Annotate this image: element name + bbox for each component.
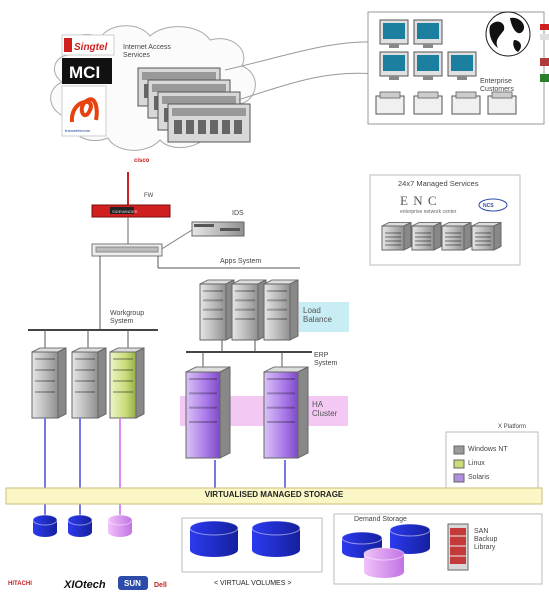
ncs-logo-text: NCS (483, 203, 494, 209)
pink-disk (107, 514, 133, 537)
ids-link (159, 229, 193, 251)
fw-label: FW (144, 193, 154, 199)
load-balance-highlight (299, 302, 349, 332)
dell-text: Dell (154, 582, 167, 589)
erp-system-label: ERP System (314, 352, 338, 367)
storage-disks (32, 514, 431, 578)
managed-services-box (369, 174, 521, 266)
sun-logo: SUN (118, 576, 148, 590)
printer-icon (487, 91, 517, 115)
ids-label: IDS (232, 210, 244, 217)
erp-servers (185, 366, 309, 459)
francetelecom-logo: francetelecom (61, 85, 107, 137)
virtual-volume-disk (251, 520, 301, 557)
virtual-volumes-label: < VIRTUAL VOLUMES > (214, 580, 292, 587)
apps-server (231, 279, 267, 341)
blue-disk (67, 514, 93, 537)
hitachi-text: HITACHI (8, 581, 32, 587)
xiotech-text: XIOtech (63, 579, 106, 591)
blue-disk (32, 514, 58, 537)
legend-solaris: Solaris (468, 474, 490, 481)
monitor-icon (413, 19, 443, 48)
monitor-icon (379, 19, 409, 48)
ncs-logo (478, 198, 508, 212)
managed-services-title: 24x7 Managed Services (398, 179, 479, 188)
sun-text: SUN (124, 579, 141, 588)
managed-server (381, 221, 412, 251)
workgroup-server-windows (71, 347, 107, 419)
managed-server (441, 221, 472, 251)
hitachi-logo: HITACHI (8, 581, 32, 587)
workgroup-servers (31, 347, 145, 419)
ha-cluster-label: HA Cluster (312, 400, 338, 418)
printer-icon (413, 91, 443, 115)
workgroup-server-linux (109, 347, 145, 419)
printer-icon (375, 91, 405, 115)
workgroup-server-windows (31, 347, 67, 419)
enterprise-customers-label: Enterprise Customers (480, 78, 514, 93)
enc-subtitle: enterprise network center (400, 209, 457, 215)
printer-icon (451, 91, 481, 115)
legend-windows: Windows NT (468, 446, 508, 453)
san-backup-label: SAN Backup Library (474, 528, 498, 551)
link-line (224, 41, 379, 71)
xiotech-logo: XIOtech (63, 579, 106, 591)
managed-server (471, 221, 502, 251)
dell-logo: Dell (154, 582, 167, 589)
virtual-volume-disk (189, 520, 239, 557)
firewall-brand-text: SIDEWINDER (112, 209, 138, 214)
monitor-icon (379, 51, 409, 80)
router-unit (167, 103, 251, 143)
network-switch (91, 243, 163, 257)
monitor-icon (413, 51, 443, 80)
load-balance-label: Load Balance (303, 306, 332, 324)
cisco-logo: cisco (134, 158, 150, 164)
storage-bar-title: VIRTUALISED MANAGED STORAGE (204, 490, 344, 499)
mci-logo: MCI (62, 58, 112, 84)
firewall-device: SIDEWINDER (91, 204, 171, 218)
monitor-icon (447, 51, 477, 80)
singtel-text: Singtel (74, 42, 108, 53)
router-stack (137, 67, 251, 143)
internet-access-label: Internet Access Services (123, 44, 171, 59)
enc-letters: E N C (400, 193, 438, 208)
legend-swatch (453, 445, 465, 455)
enterprise-monitors (379, 19, 477, 80)
apps-server (263, 279, 299, 341)
apps-system-label: Apps System (220, 258, 262, 265)
apps-servers (199, 279, 299, 341)
legend-swatch (453, 473, 465, 483)
storage-bar (5, 487, 543, 505)
demand-disk (389, 523, 431, 554)
link-line (237, 72, 379, 101)
mci-text: MCI (69, 63, 100, 82)
legend-linux: Linux (468, 460, 485, 467)
singtel-logo: Singtel (61, 34, 115, 56)
workgroup-system-label: Workgroup System (110, 310, 145, 325)
enterprise-peripherals (375, 91, 517, 115)
erp-server-solaris (185, 366, 231, 459)
flags-strip (540, 24, 549, 82)
managed-server (411, 221, 442, 251)
legend-swatch (453, 459, 465, 469)
managed-servers (381, 221, 502, 251)
demand-storage-label: Demand Storage (354, 516, 407, 523)
francetelecom-text: francetelecom (65, 128, 91, 133)
san-library (447, 523, 469, 571)
platform-title: X Platform (498, 424, 527, 430)
demand-disk-pink (363, 547, 405, 578)
globe-icon (485, 11, 531, 57)
apps-server (199, 279, 235, 341)
platform-legend (453, 445, 465, 483)
ids-device (191, 221, 245, 237)
erp-server-solaris (263, 366, 309, 459)
